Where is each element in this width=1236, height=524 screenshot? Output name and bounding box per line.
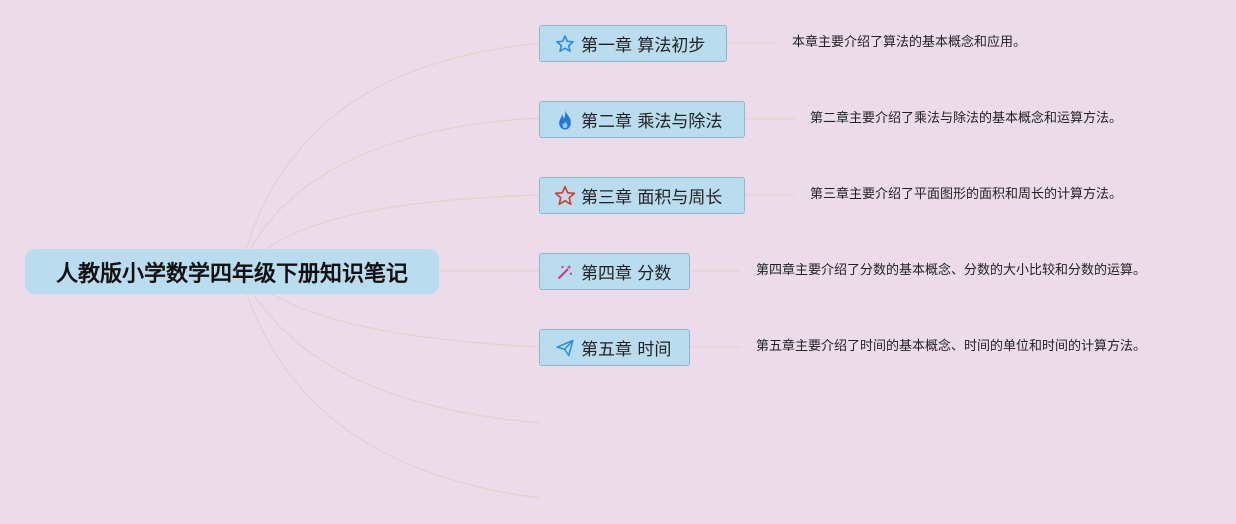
chapter-label-4: 第四章 分数 <box>581 264 672 284</box>
branch-line-2 <box>239 117 540 272</box>
magic-wand-icon <box>554 261 576 283</box>
chapter-description-2: 第二章主要介绍了乘法与除法的基本概念和运算方法。 <box>810 111 1123 126</box>
chapter-label-5: 第五章 时间 <box>581 340 672 360</box>
flame-icon <box>554 109 576 131</box>
chapter-label-3: 第三章 面积与周长 <box>581 188 723 208</box>
chapter-node-3[interactable]: 第三章 面积与周长 <box>539 177 745 214</box>
root-title: 人教版小学数学四年级下册知识笔记 <box>55 261 408 287</box>
branch-line-6 <box>239 270 540 424</box>
chapter-description-5: 第五章主要介绍了时间的基本概念、时间的单位和时间的计算方法。 <box>756 339 1147 354</box>
chapter-label-2: 第二章 乘法与除法 <box>581 112 723 132</box>
chapter-node-4[interactable]: 第四章 分数 <box>539 253 690 290</box>
chapter-node-1[interactable]: 第一章 算法初步 <box>539 25 727 62</box>
chapter-node-5[interactable]: 第五章 时间 <box>539 329 690 366</box>
branch-line-1 <box>239 42 540 272</box>
root-node[interactable]: 人教版小学数学四年级下册知识笔记 <box>25 249 439 294</box>
chapter-description-1: 本章主要介绍了算法的基本概念和应用。 <box>792 35 1027 50</box>
branch-line-7 <box>239 270 540 499</box>
star-outline-red-icon <box>554 185 576 207</box>
chapter-label-1: 第一章 算法初步 <box>581 36 706 56</box>
paper-plane-icon <box>554 337 576 359</box>
star-outline-blue-icon <box>554 33 576 55</box>
chapter-description-4: 第四章主要介绍了分数的基本概念、分数的大小比较和分数的运算。 <box>756 263 1147 278</box>
chapter-description-3: 第三章主要介绍了平面图形的面积和周长的计算方法。 <box>810 187 1123 202</box>
chapter-node-2[interactable]: 第二章 乘法与除法 <box>539 101 745 138</box>
